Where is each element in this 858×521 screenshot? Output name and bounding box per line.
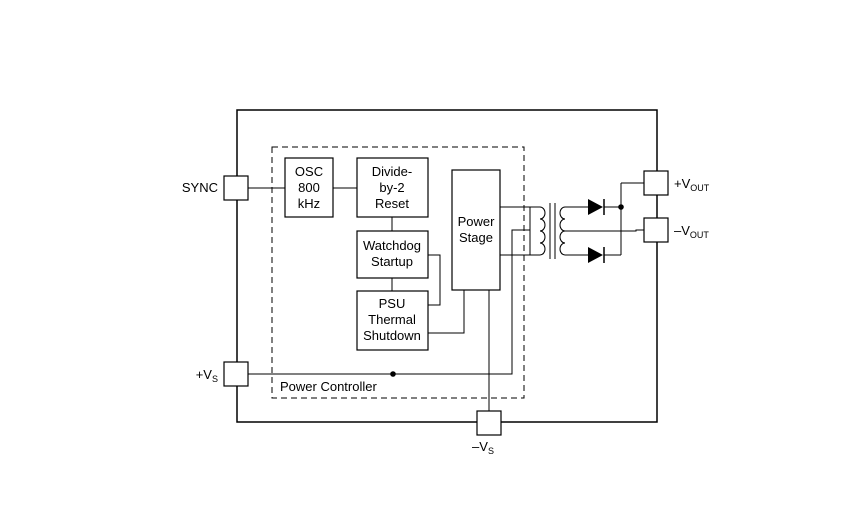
watchdog-block: Watchdog Startup (356, 230, 429, 279)
diode-top (588, 199, 603, 215)
power-stage-block: Power Stage (451, 169, 501, 291)
svg-text:Stage: Stage (459, 230, 493, 245)
sync-label: SYNC (182, 180, 218, 195)
svg-text:by-2: by-2 (379, 180, 404, 195)
transformer (530, 203, 566, 259)
vout-neg-pin (643, 217, 669, 243)
svg-text:PSU: PSU (379, 296, 406, 311)
output-rectifier (565, 182, 644, 263)
power-controller-label: Power Controller (280, 379, 377, 394)
junction-dot (390, 371, 396, 377)
wires (248, 187, 531, 411)
vout-pos-label: +VOUT (674, 176, 710, 193)
vout-neg-label: –VOUT (674, 223, 709, 240)
svg-text:Divide-: Divide- (372, 164, 412, 179)
svg-text:Thermal: Thermal (368, 312, 416, 327)
vout-pos-pin (643, 170, 669, 196)
svg-text:Power: Power (458, 214, 496, 229)
vs-neg-pin (476, 410, 502, 436)
package-outline (236, 109, 658, 423)
vs-pos-label: +VS (196, 367, 218, 384)
vs-neg-label: –VS (472, 439, 494, 456)
svg-text:kHz: kHz (298, 196, 320, 211)
svg-text:Shutdown: Shutdown (363, 328, 421, 343)
psu-thermal-block: PSU Thermal Shutdown (356, 290, 429, 351)
diode-bottom (588, 247, 603, 263)
osc-block: OSC 800 kHz (284, 157, 334, 218)
svg-text:Watchdog: Watchdog (363, 238, 421, 253)
vs-pos-pin (223, 361, 249, 387)
svg-text:Reset: Reset (375, 196, 409, 211)
svg-text:800: 800 (298, 180, 320, 195)
power-controller-region (271, 146, 525, 399)
sync-pin (223, 175, 249, 201)
svg-text:OSC: OSC (295, 164, 323, 179)
svg-text:Startup: Startup (371, 254, 413, 269)
divider-block: Divide- by-2 Reset (356, 157, 429, 218)
